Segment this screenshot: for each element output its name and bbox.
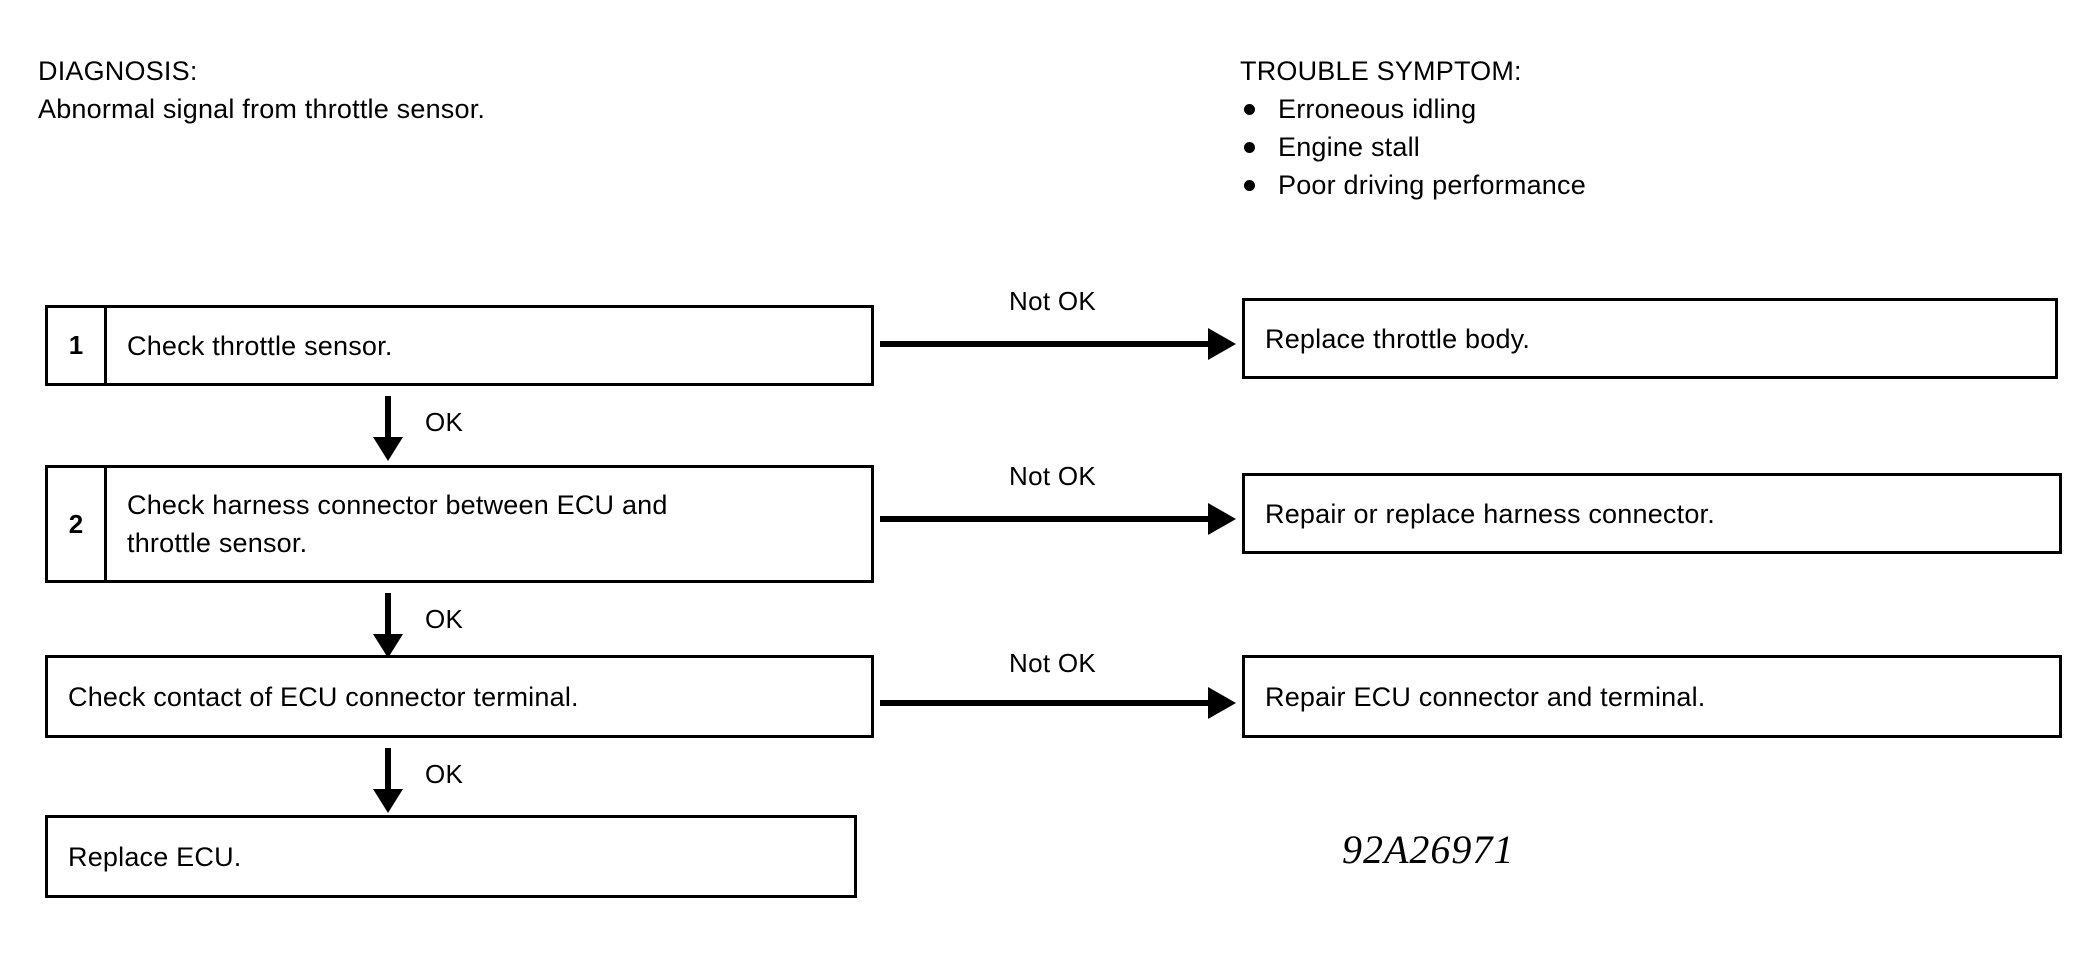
step-number-1: 1: [48, 308, 107, 383]
branch-label-1: Not OK: [1009, 286, 1097, 316]
flow-arrow-2: [385, 593, 391, 636]
flow-arrow-3: [385, 748, 391, 791]
step-box-3: Check contact of ECU connector terminal.: [45, 655, 874, 738]
final-text: Replace ECU.: [68, 841, 242, 872]
branch-label-3: Not OK: [1009, 648, 1097, 678]
result-box-3: Repair ECU connector and terminal.: [1242, 655, 2062, 738]
diagnosis-block: DIAGNOSIS: Abnormal signal from throttle…: [38, 52, 485, 128]
bullet-icon: [1244, 104, 1255, 115]
step-box-1: 1 Check throttle sensor.: [45, 305, 874, 386]
step-box-2: 2 Check harness connector between ECU an…: [45, 465, 874, 583]
bullet-icon: [1244, 142, 1255, 153]
diagnosis-description: Abnormal signal from throttle sensor.: [38, 94, 486, 124]
result-box-1: Replace throttle body.: [1242, 298, 2058, 379]
flow-arrow-1: [385, 396, 391, 439]
result-text-3: Repair ECU connector and terminal.: [1265, 681, 1706, 712]
step-number-2: 2: [48, 468, 107, 580]
trouble-symptom-item-label: Poor driving performance: [1278, 170, 1586, 200]
trouble-symptom-block: TROUBLE SYMPTOM: Erroneous idling Engine…: [1240, 52, 1586, 204]
trouble-symptom-title: TROUBLE SYMPTOM:: [1240, 56, 1522, 86]
list-item: Poor driving performance: [1240, 166, 1586, 204]
trouble-symptom-item-label: Engine stall: [1278, 132, 1420, 162]
flow-label-3: OK: [425, 759, 464, 789]
result-text-1: Replace throttle body.: [1265, 323, 1531, 354]
branch-arrow-2: [880, 516, 1210, 522]
final-box: Replace ECU.: [45, 815, 857, 898]
branch-label-2: Not OK: [1009, 461, 1097, 491]
result-box-2: Repair or replace harness connector.: [1242, 473, 2062, 554]
list-item: Engine stall: [1240, 128, 1586, 166]
diagnosis-title: DIAGNOSIS:: [38, 56, 198, 86]
flow-label-2: OK: [425, 604, 464, 634]
flow-label-1: OK: [425, 407, 464, 437]
trouble-symptom-list: Erroneous idling Engine stall Poor drivi…: [1240, 90, 1586, 204]
reference-code: 92A26971: [1342, 827, 1515, 872]
branch-arrow-3: [880, 700, 1210, 706]
step-text-1: Check throttle sensor.: [127, 330, 393, 361]
step-text-2: Check harness connector between ECU and …: [127, 490, 668, 558]
step-text-3: Check contact of ECU connector terminal.: [68, 681, 579, 712]
result-text-2: Repair or replace harness connector.: [1265, 498, 1715, 529]
bullet-icon: [1244, 180, 1255, 191]
branch-arrow-1: [880, 341, 1210, 347]
trouble-symptom-item-label: Erroneous idling: [1278, 94, 1477, 124]
list-item: Erroneous idling: [1240, 90, 1586, 128]
